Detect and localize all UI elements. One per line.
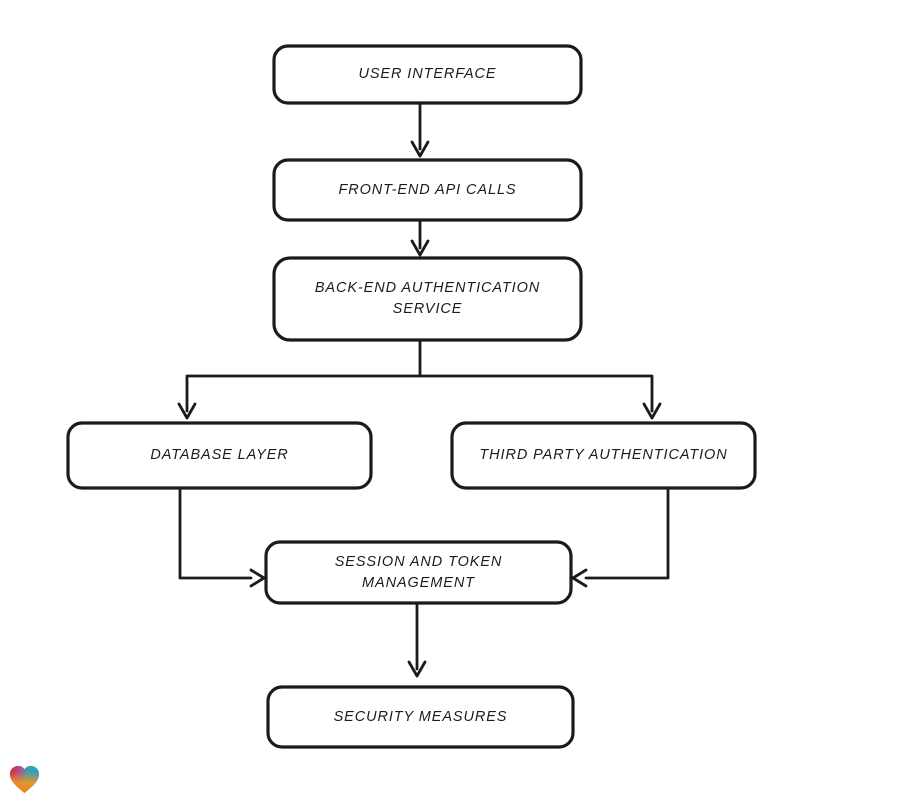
node-box-back-end-authentication-service [272, 256, 583, 342]
node-box-session-and-token-management [264, 540, 573, 605]
node-box-security-measures [266, 685, 575, 749]
edge-session-to-security [407, 602, 427, 678]
node-box-database-layer [66, 421, 373, 490]
node-box-front-end-api-calls [272, 158, 583, 222]
heart-gradient-icon [9, 765, 40, 794]
edge-backend-to-thirdparty [418, 374, 662, 420]
heart-logo-badge[interactable] [7, 762, 42, 797]
node-box-third-party-authentication [450, 421, 757, 490]
edge-ui-to-frontend [410, 102, 430, 158]
edge-database-to-session [178, 487, 266, 588]
edge-frontend-to-backend [410, 219, 430, 257]
edge-backend-to-database [177, 339, 422, 420]
edge-thirdparty-to-session [571, 487, 670, 588]
node-box-user-interface [272, 44, 583, 105]
